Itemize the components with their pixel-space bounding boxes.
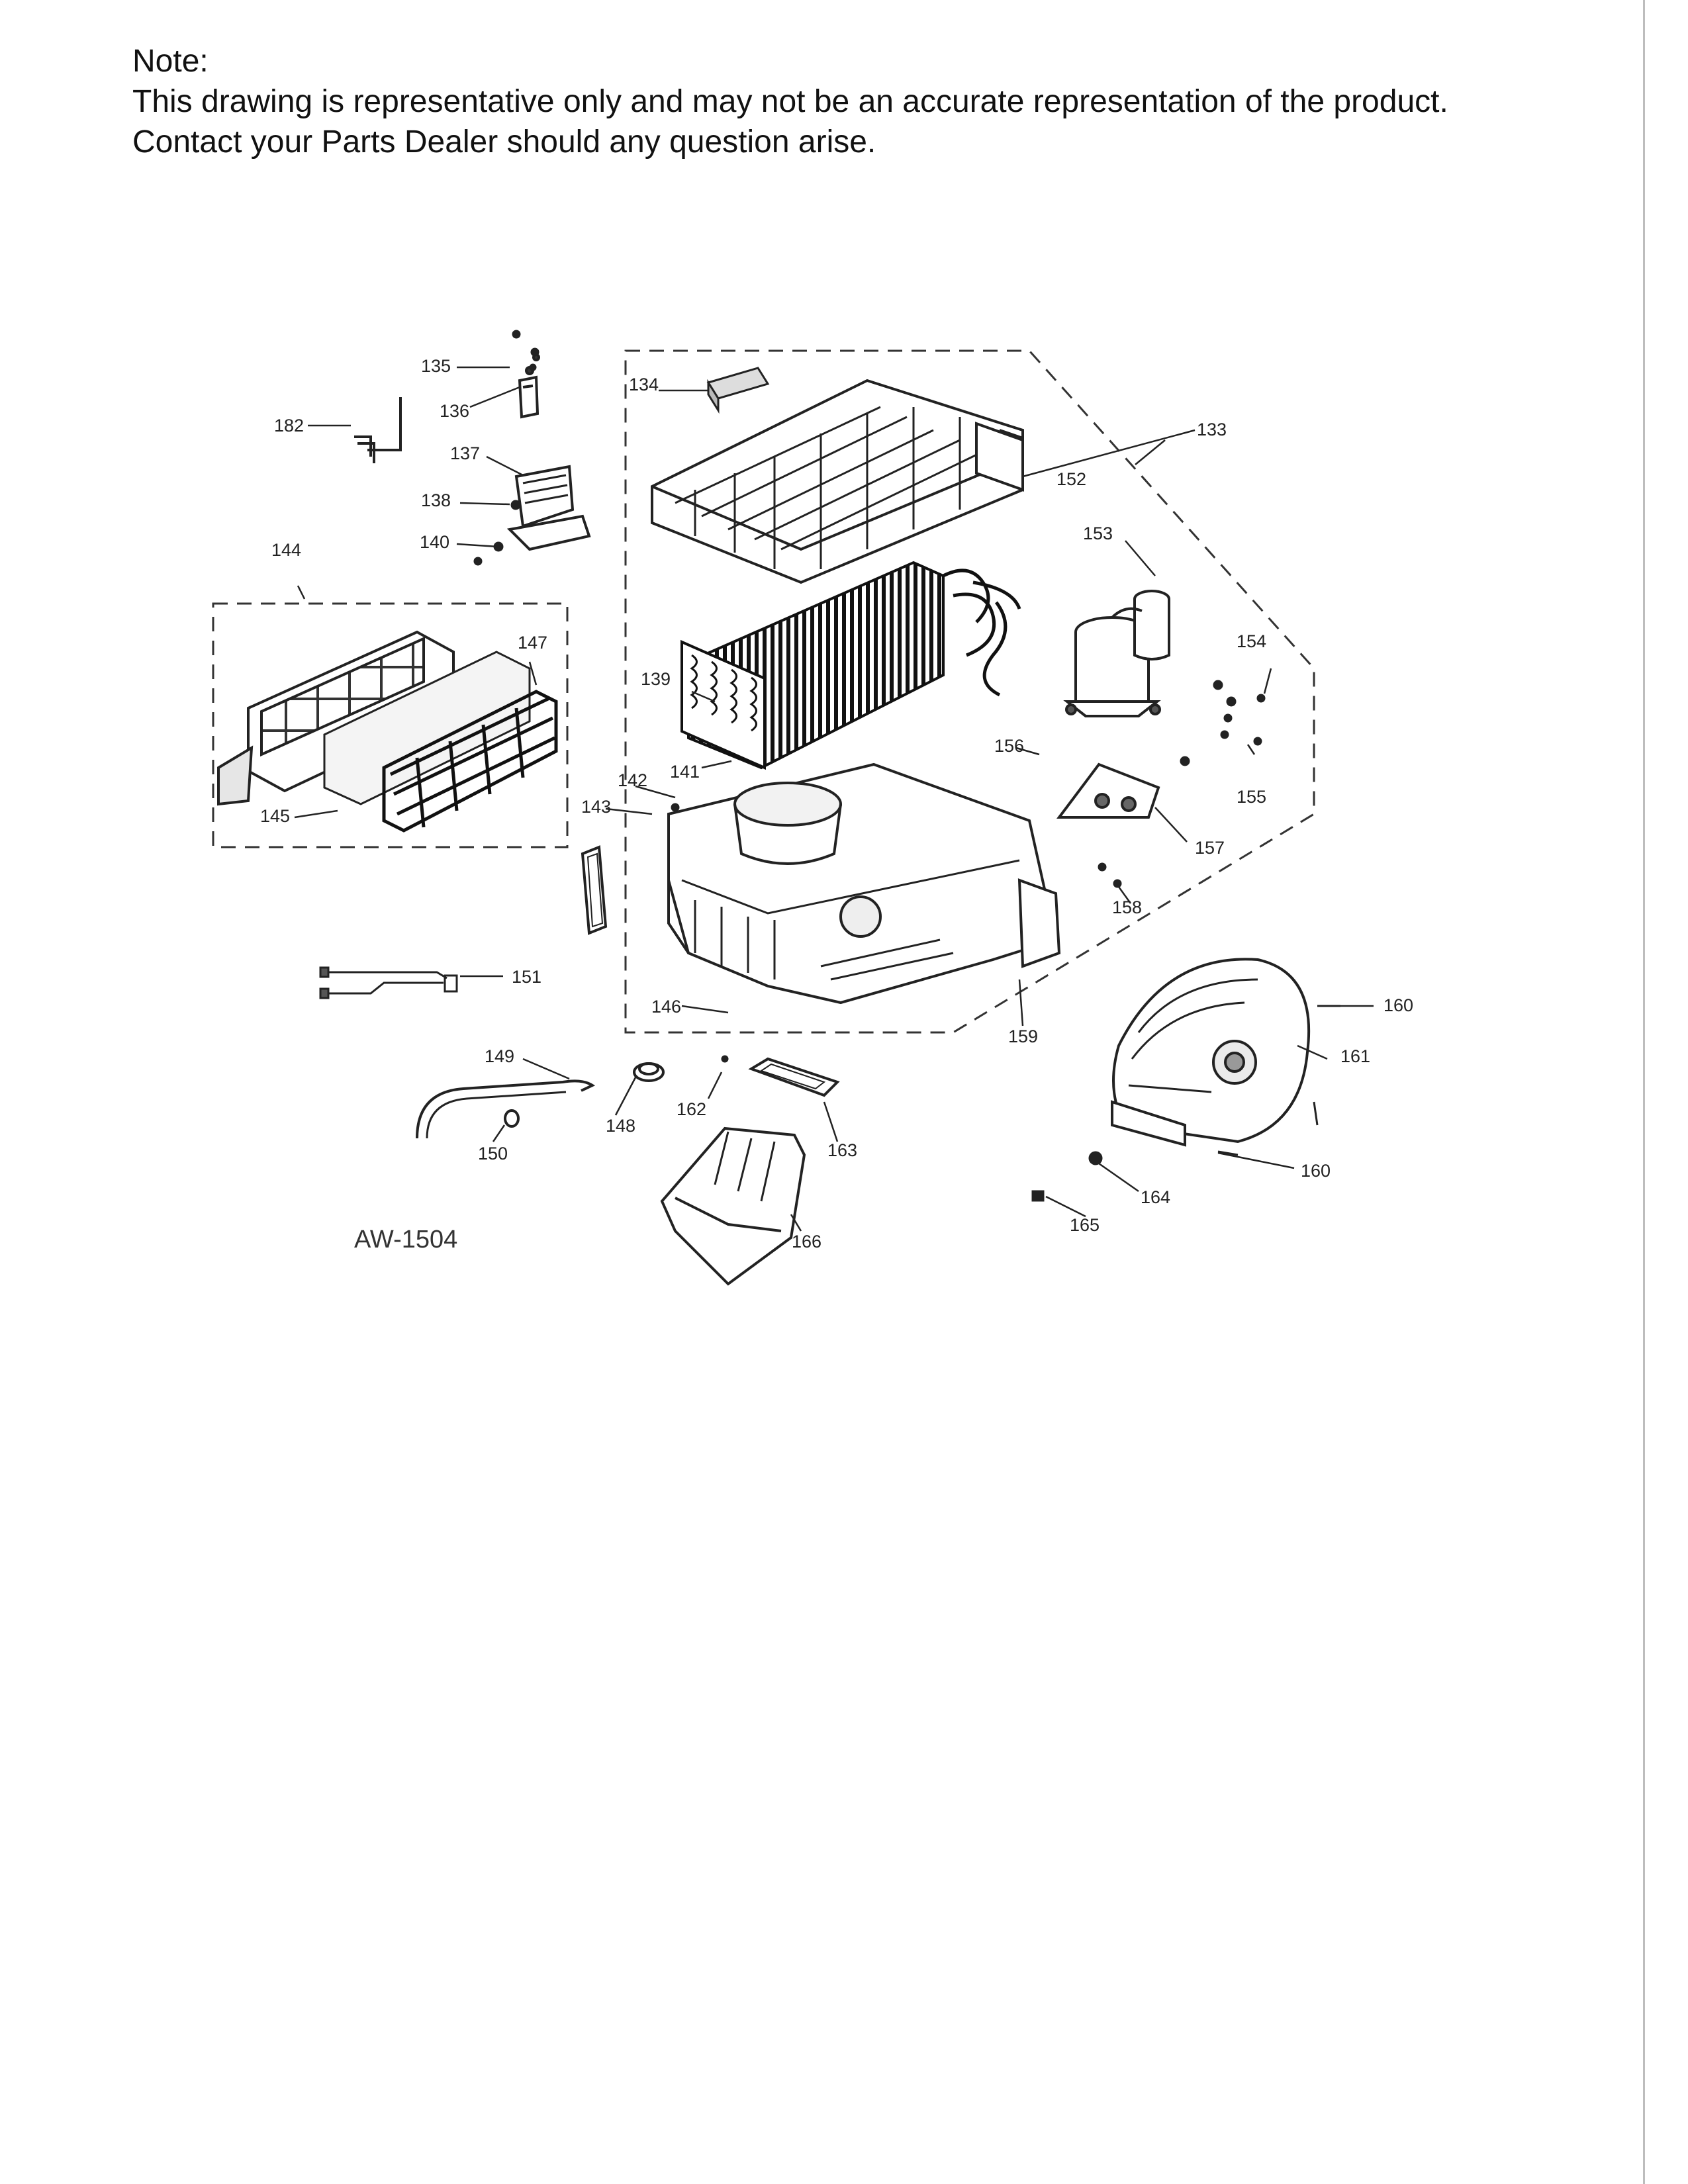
callout-153: 153 — [1083, 523, 1113, 543]
callout-154: 154 — [1237, 631, 1266, 651]
callout-159: 159 — [1008, 1026, 1038, 1046]
callout-149: 149 — [485, 1046, 514, 1066]
part-filter-panel — [323, 651, 531, 805]
note-line-2: Contact your Parts Dealer should any que… — [132, 124, 876, 159]
callout-137: 137 — [450, 443, 480, 463]
callout-134: 134 — [629, 375, 659, 394]
callout-156: 156 — [994, 736, 1024, 756]
part-147-filter-grille — [382, 690, 558, 833]
callout-182: 182 — [274, 416, 304, 435]
page-edge-rule — [1643, 0, 1645, 2184]
callout-162: 162 — [677, 1099, 706, 1119]
part-153-compressor — [1063, 590, 1170, 717]
part-166-air-duct — [660, 1126, 806, 1286]
callout-139: 139 — [641, 669, 671, 689]
note-line-1: This drawing is representative only and … — [132, 84, 1448, 119]
callout-155: 155 — [1237, 787, 1266, 807]
callout-135: 135 — [421, 356, 451, 376]
callout-143: 143 — [581, 797, 611, 817]
callout-147: 147 — [518, 633, 547, 653]
diagram-code: AW-1504 — [354, 1226, 457, 1253]
part-182-wire-bracket — [354, 397, 402, 463]
callout-166: 166 — [792, 1232, 821, 1251]
filter-group-outline — [212, 602, 569, 848]
callout-164: 164 — [1141, 1187, 1170, 1207]
callout-163: 163 — [827, 1140, 857, 1160]
part-148-clamp — [633, 1062, 665, 1082]
part-143-gasket — [581, 845, 608, 935]
callout-133: 133 — [1197, 420, 1227, 439]
disclaimer-note: Note: This drawing is representative onl… — [132, 41, 1589, 162]
callout-labels: 133 134 135 136 137 138 139 140 141 142 … — [260, 356, 1413, 1251]
part-149-drain-hose — [416, 1079, 596, 1139]
callout-158: 158 — [1112, 897, 1142, 917]
callout-165: 165 — [1070, 1215, 1100, 1235]
hardware-screws — [473, 330, 1340, 1202]
callout-161: 161 — [1340, 1046, 1370, 1066]
assembly-group-outline — [624, 349, 1315, 1034]
callout-142: 142 — [618, 770, 647, 790]
callout-136: 136 — [440, 401, 469, 421]
part-161-blower-housing — [1111, 958, 1311, 1147]
callout-145: 145 — [260, 806, 290, 826]
callout-138: 138 — [421, 490, 451, 510]
callout-144: 144 — [271, 540, 301, 560]
callout-148: 148 — [606, 1116, 635, 1136]
part-151-wire-harness — [319, 966, 458, 999]
part-157-compressor-base — [1056, 762, 1160, 819]
part-139-evaporator-coil — [680, 561, 1021, 770]
part-136-switch-bracket — [518, 353, 540, 419]
callout-150: 150 — [478, 1144, 508, 1163]
callout-146: 146 — [651, 997, 681, 1017]
callout-157: 157 — [1195, 838, 1225, 858]
note-heading: Note: — [132, 44, 209, 79]
part-163-duct-plate — [748, 1057, 840, 1097]
callout-141: 141 — [670, 762, 700, 782]
part-159-base-pan — [667, 762, 1061, 1005]
callout-151: 151 — [512, 967, 541, 987]
callout-140: 140 — [420, 532, 449, 552]
callout-152: 152 — [1056, 469, 1086, 489]
callout-160-bottom: 160 — [1301, 1161, 1331, 1181]
leader-lines — [294, 366, 1374, 1232]
part-upper-cover — [651, 379, 1024, 584]
callout-160-top: 160 — [1383, 995, 1413, 1015]
part-134-foam-strip — [706, 367, 770, 414]
part-137-bracket-plate — [506, 465, 591, 551]
